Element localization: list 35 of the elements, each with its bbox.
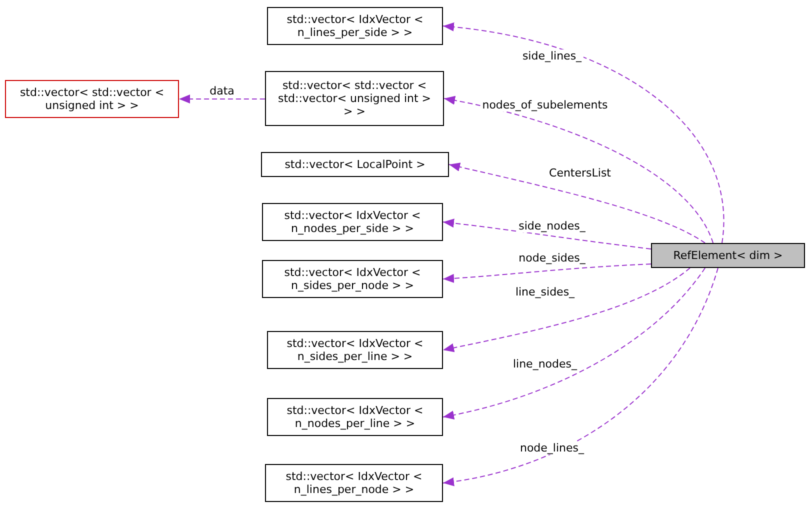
dashed-arrow — [444, 96, 714, 244]
class-box — [261, 152, 449, 177]
class-name: std::vector< IdxVector < n_nodes_per_side > > — [283, 209, 422, 235]
dashed-arrow — [178, 94, 266, 104]
dashed-arrow — [442, 264, 652, 283]
class-box — [267, 331, 443, 369]
class-name: std::vector< std::vector < std::vector< unsigned int > > > — [276, 79, 432, 118]
dashed-arrow — [442, 22, 724, 244]
edge-label: data — [208, 84, 236, 98]
class-box — [651, 243, 805, 268]
class-box — [265, 464, 443, 502]
edge-label: node_sides_ — [516, 252, 588, 264]
dashed-arrow — [442, 268, 718, 486]
class-name: std::vector< IdxVector < n_sides_per_line > > — [286, 337, 424, 363]
class-box — [5, 80, 179, 118]
class-name: RefElement< dim > — [673, 249, 783, 262]
dashed-arrow — [442, 268, 690, 352]
class-name: std::vector< std::vector < unsigned int > > — [18, 86, 166, 112]
dashed-arrow — [448, 162, 706, 244]
dashed-arrow — [442, 218, 652, 250]
class-box — [267, 398, 443, 436]
class-box — [262, 260, 443, 298]
dashed-arrow — [442, 268, 706, 420]
class-box — [262, 203, 443, 241]
class-name: std::vector< IdxVector < n_lines_per_side > > — [286, 13, 424, 39]
edge-label: CentersList — [547, 166, 613, 180]
class-name: std::vector< LocalPoint > — [284, 158, 426, 171]
class-name: std::vector< IdxVector < n_sides_per_node > > — [283, 266, 422, 292]
class-name: std::vector< IdxVector < n_lines_per_node > > — [284, 470, 424, 496]
class-box — [267, 7, 443, 45]
edge-label: nodes_of_subelements — [480, 98, 610, 112]
class-name: std::vector< IdxVector < n_nodes_per_line > > — [286, 404, 424, 430]
edge-label: side_lines_ — [520, 50, 584, 62]
edge-label: side_nodes_ — [516, 220, 588, 232]
class-box — [265, 71, 444, 126]
